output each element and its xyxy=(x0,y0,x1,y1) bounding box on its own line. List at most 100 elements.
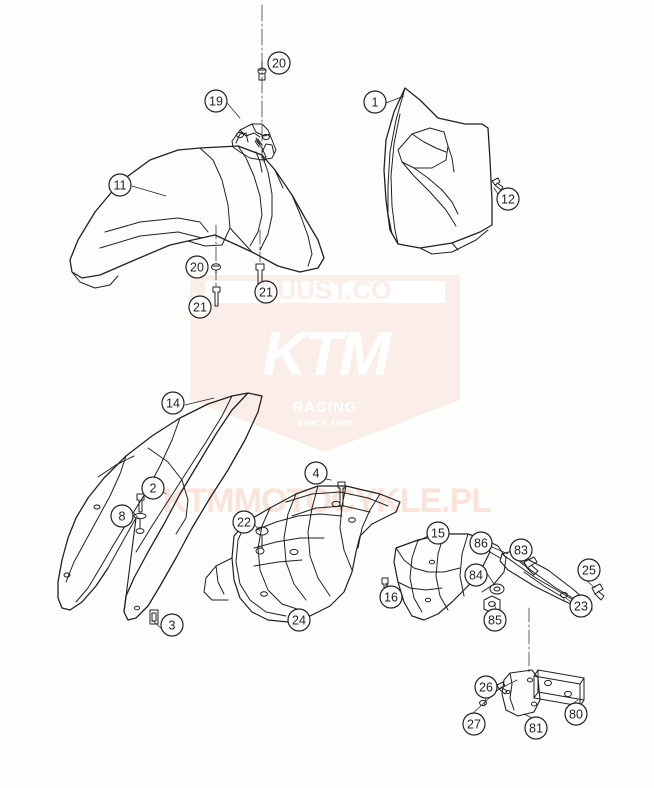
callout-number: 14 xyxy=(166,397,180,411)
callout-circle xyxy=(379,585,403,609)
callout-27[interactable]: 27 xyxy=(462,712,486,736)
callout-number: 15 xyxy=(431,527,445,541)
callout-circle xyxy=(569,594,593,618)
callout-circle xyxy=(464,563,488,587)
callout-number: 3 xyxy=(169,619,176,633)
callout-number: 81 xyxy=(529,722,543,736)
callout-circle xyxy=(188,295,212,319)
callout-circle xyxy=(110,504,134,528)
callout-circle xyxy=(160,613,184,637)
fastener-12 xyxy=(491,177,504,191)
callout-85[interactable]: 85 xyxy=(483,608,507,632)
callout-circle xyxy=(363,90,387,114)
callout-circle xyxy=(161,391,185,415)
callout-circle xyxy=(577,558,601,582)
callout-8[interactable]: 8 xyxy=(110,504,134,528)
part-clip-3 xyxy=(149,609,159,625)
callout-number: 2 xyxy=(150,482,157,496)
callout-number: 83 xyxy=(514,544,528,558)
callout-number: 24 xyxy=(292,614,306,628)
callout-circle xyxy=(462,712,486,736)
callout-circle xyxy=(474,675,498,699)
callout-circle xyxy=(469,531,493,555)
fastener-8-washer xyxy=(133,512,147,534)
callout-24[interactable]: 24 xyxy=(287,608,311,632)
callout-1[interactable]: 1 xyxy=(363,90,387,114)
callout-number: 16 xyxy=(384,591,398,605)
callout-circle xyxy=(185,255,209,279)
callout-circle xyxy=(287,608,311,632)
callout-19[interactable]: 19 xyxy=(204,89,228,113)
callout-circle xyxy=(496,187,520,211)
callout-4[interactable]: 4 xyxy=(304,461,328,485)
callout-number: 27 xyxy=(467,718,481,732)
callout-number: 4 xyxy=(313,467,320,481)
callout-circle xyxy=(304,461,328,485)
callout-84[interactable]: 84 xyxy=(464,563,488,587)
callout-circle xyxy=(204,89,228,113)
callout-circle xyxy=(254,280,278,304)
fastener-2 xyxy=(136,493,145,513)
callout-21[interactable]: 21 xyxy=(254,280,278,304)
callout-number: 80 xyxy=(569,708,583,722)
callout-14[interactable]: 14 xyxy=(161,391,185,415)
callout-circle xyxy=(108,173,132,197)
part-headlight-mask xyxy=(383,87,493,255)
fastener-20-top xyxy=(257,4,267,161)
callout-number: 12 xyxy=(501,193,515,207)
fastener-84-washer xyxy=(489,583,505,595)
callout-80[interactable]: 80 xyxy=(564,702,588,726)
callout-number: 20 xyxy=(190,261,204,275)
part-fender-bracket xyxy=(231,123,277,173)
part-front-fender xyxy=(69,132,325,289)
callout-circle xyxy=(483,608,507,632)
callout-2[interactable]: 2 xyxy=(141,476,165,500)
callout-22[interactable]: 22 xyxy=(232,510,256,534)
callout-number: 26 xyxy=(479,681,493,695)
callout-83[interactable]: 83 xyxy=(509,538,533,562)
callout-number: 21 xyxy=(193,301,207,315)
callout-circle xyxy=(509,538,533,562)
callout-25[interactable]: 25 xyxy=(577,558,601,582)
callout-number: 86 xyxy=(474,537,488,551)
fastener-23 xyxy=(560,591,568,605)
callout-circle xyxy=(141,476,165,500)
callout-number: 85 xyxy=(488,614,502,628)
fastener-4 xyxy=(337,481,346,519)
callout-circle xyxy=(524,716,548,740)
callout-15[interactable]: 15 xyxy=(426,521,450,545)
callout-12[interactable]: 12 xyxy=(496,187,520,211)
callout-23[interactable]: 23 xyxy=(569,594,593,618)
fastener-22 xyxy=(255,526,269,555)
callout-number: 19 xyxy=(209,95,223,109)
callout-3[interactable]: 3 xyxy=(160,613,184,637)
callout-circle xyxy=(267,51,291,75)
callout-number: 84 xyxy=(469,569,483,583)
callout-circle xyxy=(426,521,450,545)
fastener-27 xyxy=(479,699,487,707)
callout-number: 11 xyxy=(114,179,127,193)
part-side-panel xyxy=(57,392,263,621)
callout-number: 1 xyxy=(372,96,379,110)
fastener-25 xyxy=(591,583,605,601)
callout-number: 8 xyxy=(119,510,126,524)
callout-circle xyxy=(564,702,588,726)
callout-number: 25 xyxy=(582,564,596,578)
callout-number: 22 xyxy=(237,516,251,530)
callout-number: 23 xyxy=(574,600,588,614)
callout-86[interactable]: 86 xyxy=(469,531,493,555)
callout-11[interactable]: 11 xyxy=(108,173,132,197)
callout-81[interactable]: 81 xyxy=(524,716,548,740)
callout-20[interactable]: 20 xyxy=(185,255,209,279)
callout-21[interactable]: 21 xyxy=(188,295,212,319)
fastener-21-left xyxy=(212,274,221,307)
callout-number: 21 xyxy=(259,286,273,300)
callout-20[interactable]: 20 xyxy=(267,51,291,75)
callout-circle xyxy=(232,510,256,534)
callout-26[interactable]: 26 xyxy=(474,675,498,699)
callout-16[interactable]: 16 xyxy=(379,585,403,609)
